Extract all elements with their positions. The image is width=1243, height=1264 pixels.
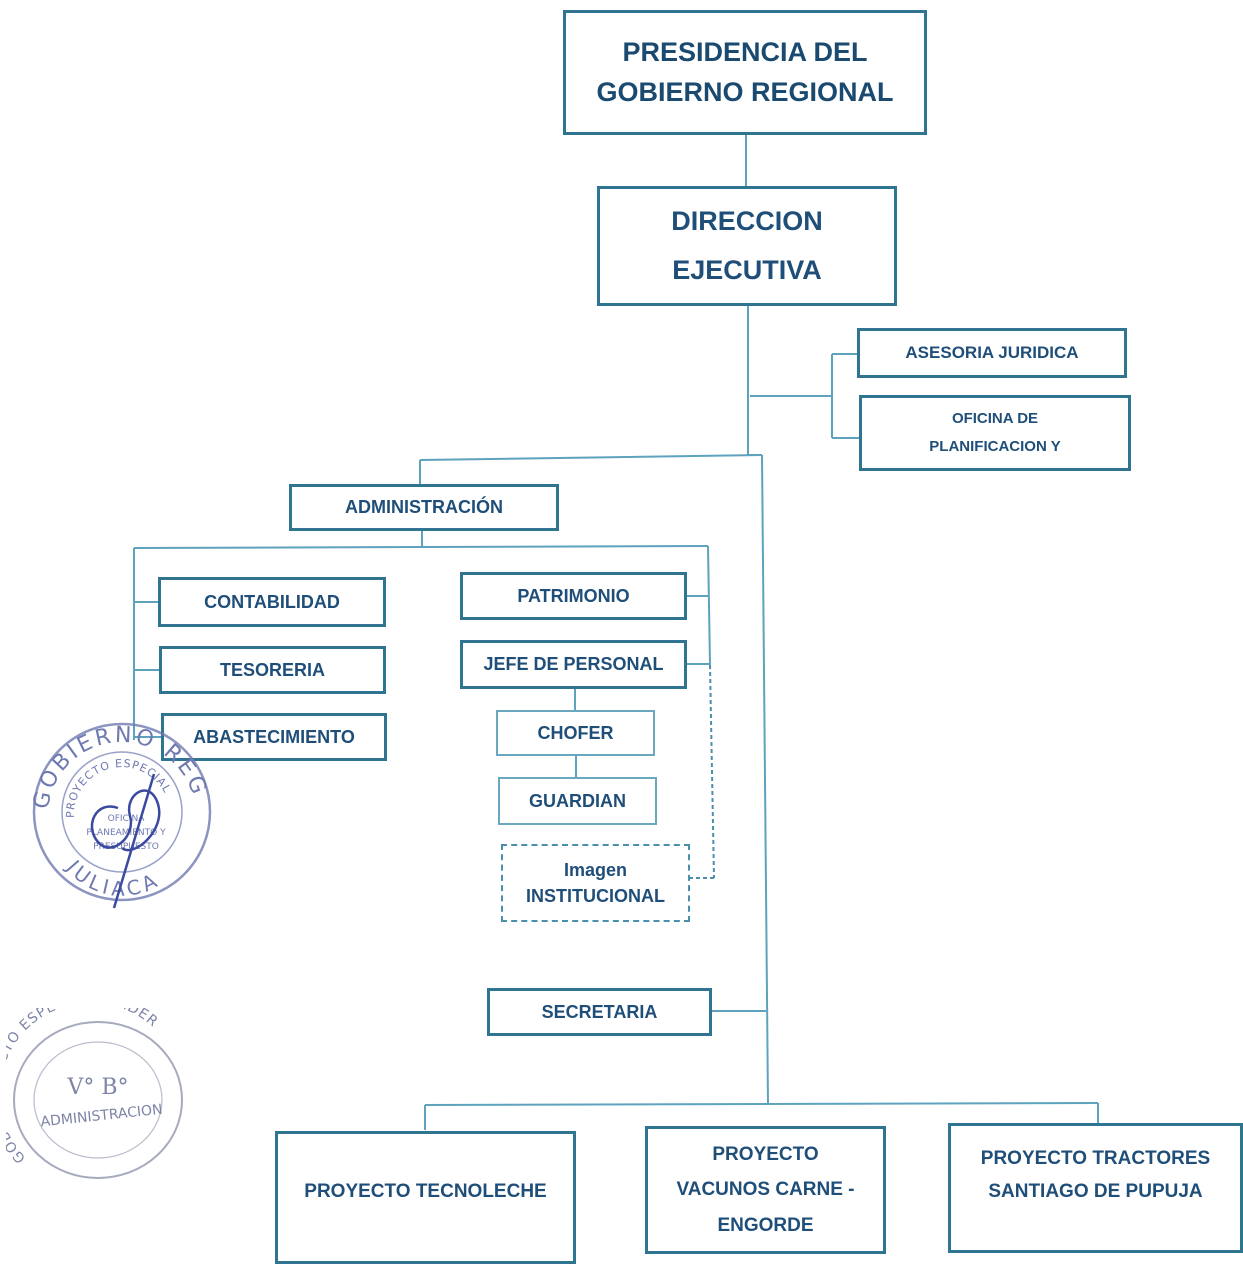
tractores-line1: PROYECTO TRACTORES <box>980 1148 1211 1169</box>
seal-bottom-text: JULIACA <box>61 854 160 901</box>
proyecto-vacunos-box: PROYECTO VACUNOS CARNE - ENGORDE <box>645 1126 886 1254</box>
proyecto-tecnoleche-box: PROYECTO TECNOLECHE <box>275 1131 576 1264</box>
imagen-institucional-box: Imagen INSTITUCIONAL <box>501 844 690 922</box>
seal-center-2: PLANEAMIENTO Y <box>86 828 166 838</box>
contabilidad-label: CONTABILIDAD <box>204 591 340 612</box>
approval-vb-text: V° B° <box>66 1075 128 1100</box>
tecnoleche-label: PROYECTO TECNOLECHE <box>304 1181 547 1202</box>
seal-center-1: OFICINA <box>108 814 146 824</box>
guardian-label: GUARDIAN <box>529 790 626 811</box>
direccion-line2: EJECUTIVA <box>672 255 822 285</box>
vacunos-line3: ENGORDE <box>717 1214 814 1236</box>
secretaria-label: SECRETARIA <box>541 1001 658 1022</box>
presidencia-box: PRESIDENCIA DEL GOBIERNO REGIONAL <box>563 10 927 135</box>
oficina-line1: OFICINA DE <box>951 410 1039 428</box>
chofer-label: CHOFER <box>537 722 614 743</box>
imagen-line1: Imagen <box>563 859 628 880</box>
approval-stamp: GOB - PROYECTO ESPECIAL PRADERA V° B° AD… <box>6 1008 183 1179</box>
tesoreria-box: TESORERIA <box>159 646 386 694</box>
official-seal-stamp: GOBIERNO REGIONAL PROYECTO ESPECIAL PRAD… <box>26 708 212 909</box>
contabilidad-box: CONTABILIDAD <box>158 577 386 627</box>
seal-center-3: PRESUPUESTO <box>93 842 159 852</box>
asesoria-juridica-box: ASESORIA JURIDICA <box>857 328 1127 378</box>
guardian-box: GUARDIAN <box>498 777 657 825</box>
jefe-personal-box: JEFE DE PERSONAL <box>460 640 687 689</box>
vacunos-line2: VACUNOS CARNE - <box>676 1179 855 1201</box>
administracion-box: ADMINISTRACIÓN <box>289 484 559 531</box>
administracion-label: ADMINISTRACIÓN <box>345 497 503 518</box>
oficina-planificacion-box: OFICINA DE PLANIFICACION Y <box>859 395 1131 471</box>
presidencia-line1: PRESIDENCIA DEL <box>622 37 868 68</box>
presidencia-line2: GOBIERNO REGIONAL <box>596 76 894 107</box>
asesoria-label: ASESORIA JURIDICA <box>905 342 1079 362</box>
imagen-line2: INSTITUCIONAL <box>526 886 665 906</box>
svg-text:JULIACA: JULIACA <box>61 854 164 901</box>
proyecto-tractores-box: PROYECTO TRACTORES SANTIAGO DE PUPUJA <box>948 1123 1243 1253</box>
chofer-box: CHOFER <box>496 710 655 756</box>
tractores-line2: SANTIAGO DE PUPUJA <box>988 1181 1203 1203</box>
direccion-ejecutiva-box: DIRECCION EJECUTIVA <box>597 186 897 306</box>
approval-admin-text: ADMINISTRACION <box>40 1102 164 1131</box>
jefe-personal-label: JEFE DE PERSONAL <box>483 654 664 675</box>
secretaria-box: SECRETARIA <box>487 988 712 1036</box>
vacunos-line1: PROYECTO <box>712 1144 819 1166</box>
oficina-line2: PLANIFICACION Y <box>929 438 1061 455</box>
direccion-line1: DIRECCION <box>671 206 823 237</box>
tesoreria-label: TESORERIA <box>219 659 325 680</box>
abastecimiento-box: ABASTECIMIENTO <box>161 713 387 761</box>
patrimonio-label: PATRIMONIO <box>517 585 630 606</box>
abastecimiento-label: ABASTECIMIENTO <box>193 726 355 747</box>
signature-mark <box>90 773 161 909</box>
patrimonio-box: PATRIMONIO <box>460 572 687 620</box>
